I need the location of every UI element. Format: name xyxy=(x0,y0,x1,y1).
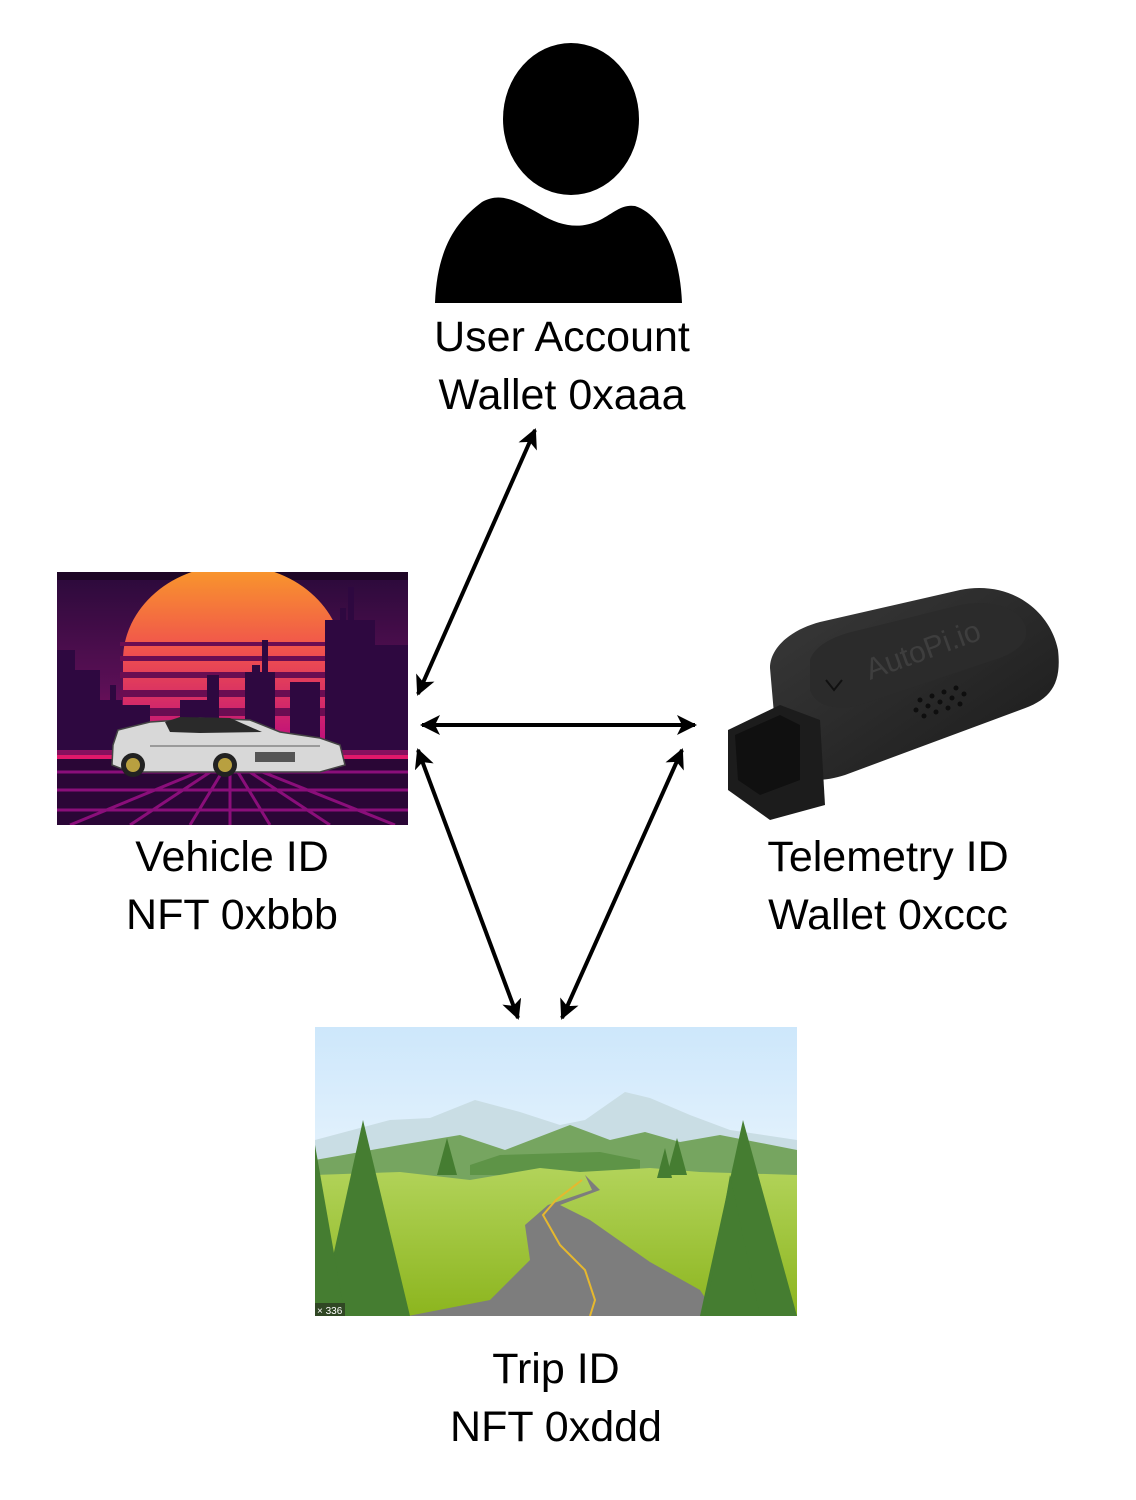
vehicle-id-label: Vehicle ID NFT 0xbbb xyxy=(82,828,382,944)
telemetry-id-title: Telemetry ID xyxy=(767,833,1009,881)
user-account-label: User Account Wallet 0xaaa xyxy=(412,308,712,424)
vehicle-id-nft: NFT 0xbbb xyxy=(126,891,338,939)
vehicle-image xyxy=(57,572,408,825)
sports-car-icon xyxy=(111,717,346,777)
trip-id-title: Trip ID xyxy=(492,1345,620,1393)
edge-user-vehicle xyxy=(416,428,537,696)
telemetry-id-label: Telemetry ID Wallet 0xccc xyxy=(738,828,1038,944)
trip-id-nft: NFT 0xddd xyxy=(450,1403,662,1451)
telemetry-device-image: AutoPi.io xyxy=(728,588,1059,820)
vehicle-id-title: Vehicle ID xyxy=(135,833,329,881)
edge-vehicle-trip xyxy=(414,748,522,1020)
trip-id-label: Trip ID NFT 0xddd xyxy=(406,1340,706,1456)
user-account-title: User Account xyxy=(434,313,690,361)
telemetry-id-wallet: Wallet 0xccc xyxy=(768,891,1008,939)
person-silhouette-icon xyxy=(435,43,682,303)
image-size-overlay: × 336 xyxy=(317,1306,343,1317)
user-account-wallet: Wallet 0xaaa xyxy=(438,371,686,419)
edge-telemetry-trip xyxy=(560,748,684,1020)
trip-image: × 336 xyxy=(315,1027,797,1317)
